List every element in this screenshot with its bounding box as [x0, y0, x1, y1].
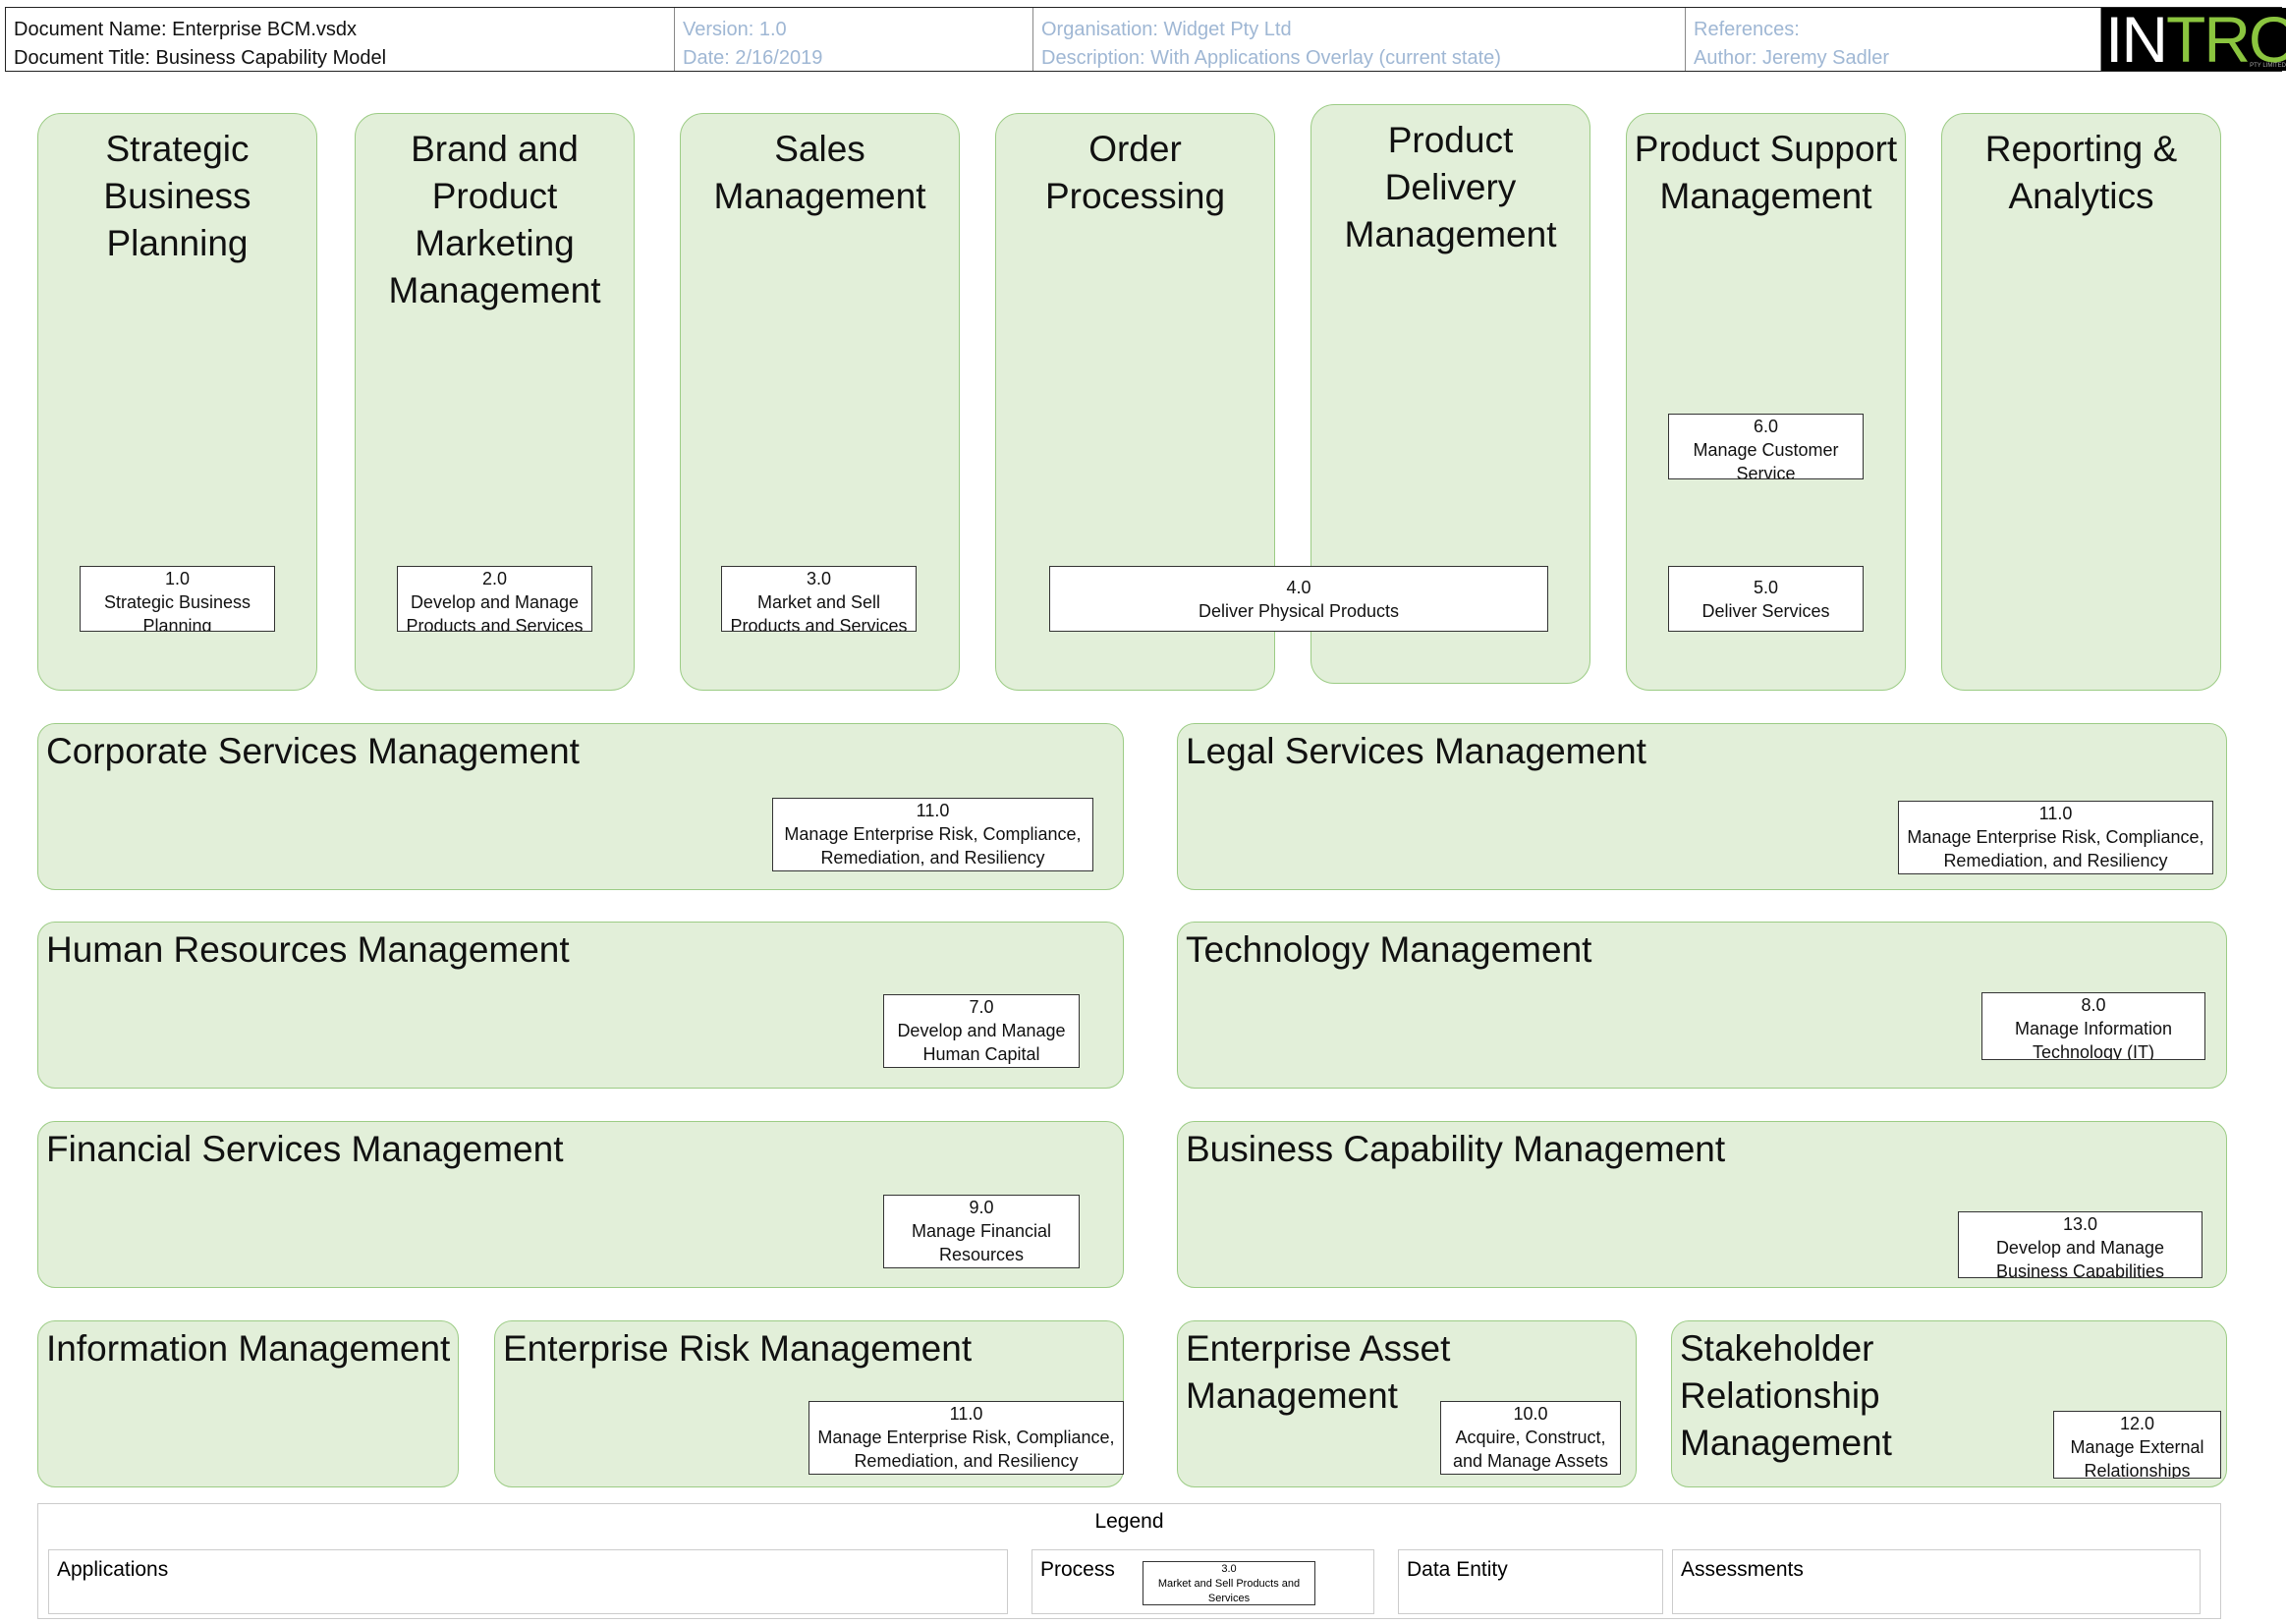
capability-reporting-analytics[interactable]: Reporting & Analytics	[1941, 113, 2221, 691]
process-8[interactable]: 8.0 Manage Information Technology (IT)	[1981, 992, 2205, 1060]
capability-title: Enterprise Risk Management	[503, 1328, 973, 1369]
capability-title: Information Management	[46, 1328, 451, 1369]
process-9[interactable]: 9.0 Manage Financial Resources	[883, 1195, 1080, 1268]
doc-info-cell: Document Name: Enterprise BCM.vsdx Docum…	[6, 8, 675, 71]
capability-title: Stakeholder Relationship Management	[1680, 1328, 1892, 1463]
process-11-risk[interactable]: 11.0 Manage Enterprise Risk, Compliance,…	[808, 1401, 1124, 1475]
references: References:	[1694, 19, 1800, 40]
legend-process: Process	[1031, 1549, 1374, 1614]
legend-data-entity: Data Entity	[1398, 1549, 1663, 1614]
capability-title: Reporting & Analytics	[1984, 129, 2178, 216]
process-5[interactable]: 5.0 Deliver Services	[1668, 566, 1864, 632]
capability-title: Corporate Services Management	[46, 731, 580, 771]
process-4[interactable]: 4.0 Deliver Physical Products	[1049, 566, 1548, 632]
references-cell: References: Author: Jeremy Sadler	[1686, 8, 2101, 71]
capability-information-management[interactable]: Information Management	[37, 1320, 459, 1487]
capability-title: Enterprise Asset Management	[1186, 1328, 1451, 1416]
capability-title: Product Delivery Management	[1344, 120, 1557, 254]
legend-title: Legend	[1094, 1510, 1164, 1533]
date: Date: 2/16/2019	[683, 47, 823, 69]
capability-title: Human Resources Management	[46, 929, 570, 970]
process-13[interactable]: 13.0 Develop and Manage Business Capabil…	[1958, 1211, 2202, 1278]
author: Author: Jeremy Sadler	[1694, 47, 1889, 69]
capability-title: Business Capability Management	[1186, 1129, 1726, 1169]
process-10[interactable]: 10.0 Acquire, Construct, and Manage Asse…	[1440, 1401, 1621, 1475]
process-12[interactable]: 12.0 Manage External Relationships	[2053, 1411, 2221, 1479]
capability-title: Product Support Management	[1634, 129, 1898, 216]
organisation-cell: Organisation: Widget Pty Ltd Description…	[1033, 8, 1686, 71]
capability-title: Legal Services Management	[1186, 731, 1646, 771]
process-3[interactable]: 3.0 Market and Sell Products and Service…	[721, 566, 917, 632]
capability-title: Strategic Business Planning	[103, 129, 251, 263]
legend-process-sample: 3.0 Market and Sell Products and Service…	[1143, 1561, 1315, 1605]
process-6[interactable]: 6.0 Manage Customer Service	[1668, 414, 1864, 479]
version-cell: Version: 1.0 Date: 2/16/2019	[675, 8, 1033, 71]
process-1[interactable]: 1.0 Strategic Business Planning	[80, 566, 275, 632]
legend-applications: Applications	[48, 1549, 1008, 1614]
doc-name: Document Name: Enterprise BCM.vsdx	[14, 19, 358, 40]
organisation: Organisation: Widget Pty Ltd	[1041, 19, 1292, 40]
document-header: Document Name: Enterprise BCM.vsdx Docum…	[5, 7, 2286, 72]
process-11-legal[interactable]: 11.0 Manage Enterprise Risk, Compliance,…	[1898, 801, 2213, 874]
capability-title: Brand and Product Marketing Management	[388, 129, 601, 310]
intron-logo: INTRON PTY LIMITED	[2101, 8, 2286, 71]
capability-title: Financial Services Management	[46, 1129, 564, 1169]
version: Version: 1.0	[683, 19, 787, 40]
process-2[interactable]: 2.0 Develop and Manage Products and Serv…	[397, 566, 592, 632]
process-7[interactable]: 7.0 Develop and Manage Human Capital	[883, 994, 1080, 1068]
capability-title: Technology Management	[1186, 929, 1592, 970]
legend: Legend Applications Process 3.0 Market a…	[37, 1503, 2221, 1619]
doc-title: Document Title: Business Capability Mode…	[14, 47, 387, 69]
capability-title: Sales Management	[713, 129, 926, 216]
process-11-corporate[interactable]: 11.0 Manage Enterprise Risk, Compliance,…	[772, 798, 1093, 871]
description: Description: With Applications Overlay (…	[1041, 47, 1501, 69]
capability-title: Order Processing	[1044, 129, 1226, 216]
legend-assessments: Assessments	[1672, 1549, 2201, 1614]
